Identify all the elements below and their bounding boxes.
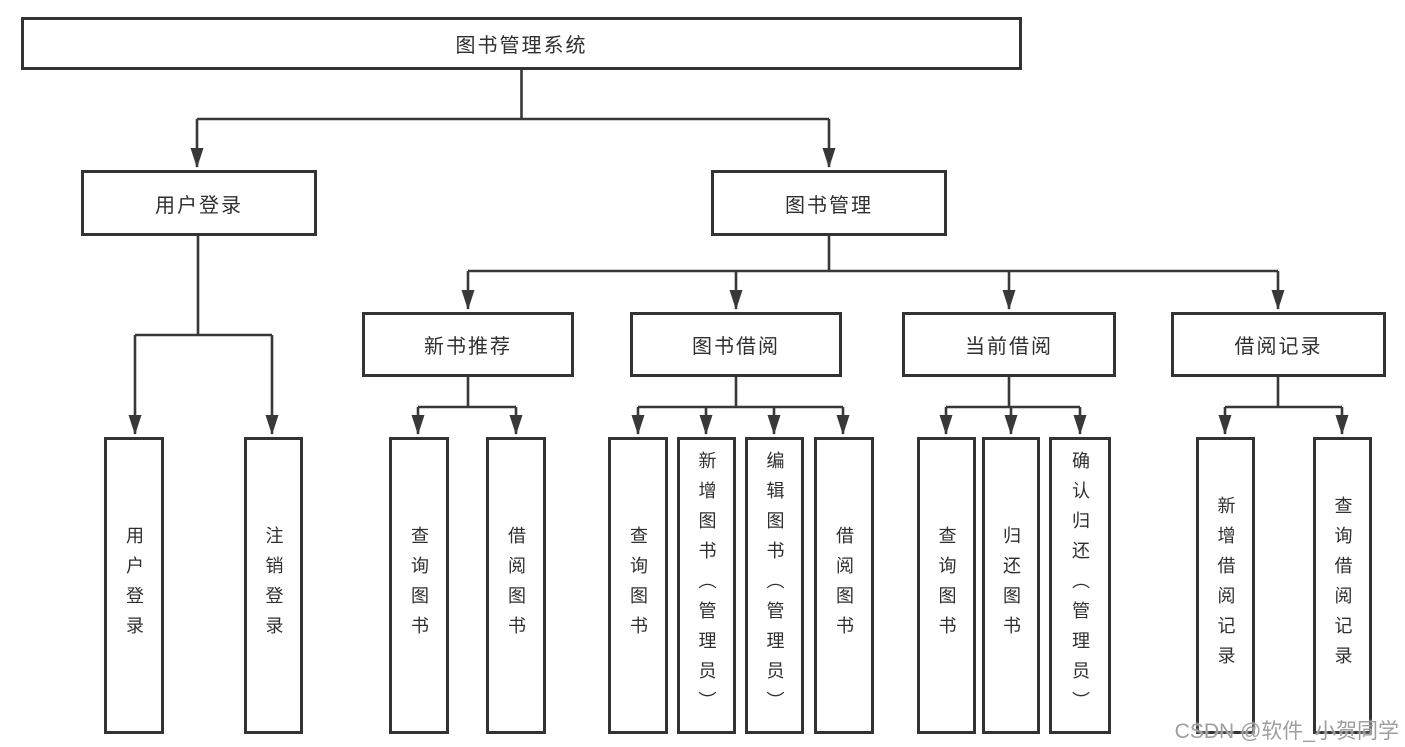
connector-group-user-login [128, 236, 279, 435]
leaf-query-borrow-record-label: 查询借阅记录 [1332, 495, 1353, 676]
leaf-add-book-admin-label: 新增图书（管理员） [696, 450, 717, 721]
node-root: 图书管理系统 [21, 17, 1022, 70]
connector-group-current-borrow [939, 377, 1087, 435]
node-user-login-label: 用户登录 [155, 194, 243, 217]
node-current-borrow-label: 当前借阅 [965, 336, 1053, 358]
node-book-borrow: 图书借阅 [630, 312, 842, 377]
leaf-user-login: 用户登录 [104, 437, 164, 734]
leaf-edit-book-admin: 编辑图书（管理员） [745, 437, 804, 734]
connector-group-book-management [461, 236, 1285, 310]
connector-spine [946, 377, 1080, 409]
connector-group-new-book-recommend [411, 377, 523, 435]
leaf-query-book-3-label: 查询图书 [936, 525, 957, 646]
connector-group-book-borrow [631, 377, 850, 435]
connector-group-borrow-records [1218, 377, 1349, 435]
leaf-logout: 注销登录 [244, 437, 303, 734]
leaf-borrow-book-2: 借阅图书 [814, 437, 874, 734]
connector-spine [638, 377, 843, 409]
leaf-add-borrow-record-label: 新增借阅记录 [1215, 495, 1236, 676]
leaf-user-login-label: 用户登录 [124, 525, 144, 646]
node-root-label: 图书管理系统 [455, 35, 588, 57]
node-new-book-recommend-label: 新书推荐 [424, 336, 512, 358]
connector-spine [135, 236, 272, 337]
leaf-query-borrow-record: 查询借阅记录 [1313, 437, 1372, 734]
node-borrow-records-label: 借阅记录 [1234, 336, 1323, 358]
leaf-query-book-2-label: 查询图书 [628, 525, 648, 646]
leaf-logout-label: 注销登录 [263, 525, 284, 646]
node-book-management: 图书管理 [711, 170, 947, 236]
connector-spine [1225, 377, 1342, 409]
node-borrow-records: 借阅记录 [1171, 312, 1386, 377]
node-book-borrow-label: 图书借阅 [692, 336, 780, 358]
connector-spine [468, 236, 1278, 273]
connector-group-root [190, 70, 836, 168]
leaf-query-book-3: 查询图书 [917, 437, 976, 734]
leaf-confirm-return-admin: 确认归还（管理员） [1049, 437, 1111, 734]
leaf-query-book-1: 查询图书 [389, 437, 449, 734]
leaf-add-book-admin: 新增图书（管理员） [677, 437, 736, 734]
leaf-edit-book-admin-label: 编辑图书（管理员） [764, 450, 785, 721]
leaf-return-book: 归还图书 [982, 437, 1040, 734]
leaf-query-book-1-label: 查询图书 [409, 525, 429, 646]
connector-spine [197, 70, 829, 121]
leaf-confirm-return-admin-label: 确认归还（管理员） [1070, 450, 1090, 721]
node-book-management-label: 图书管理 [785, 194, 873, 217]
leaf-return-book-label: 归还图书 [1001, 525, 1021, 646]
watermark: CSDN @软件_小贺同学 [1174, 720, 1399, 743]
connector-spine [418, 377, 516, 409]
leaf-borrow-book-1-label: 借阅图书 [506, 525, 526, 646]
leaf-borrow-book-1: 借阅图书 [486, 437, 546, 734]
leaf-borrow-book-2-label: 借阅图书 [834, 525, 854, 646]
node-new-book-recommend: 新书推荐 [362, 312, 574, 377]
node-current-borrow: 当前借阅 [902, 312, 1116, 377]
leaf-add-borrow-record: 新增借阅记录 [1196, 437, 1255, 734]
node-user-login: 用户登录 [81, 170, 317, 236]
leaf-query-book-2: 查询图书 [608, 437, 668, 734]
